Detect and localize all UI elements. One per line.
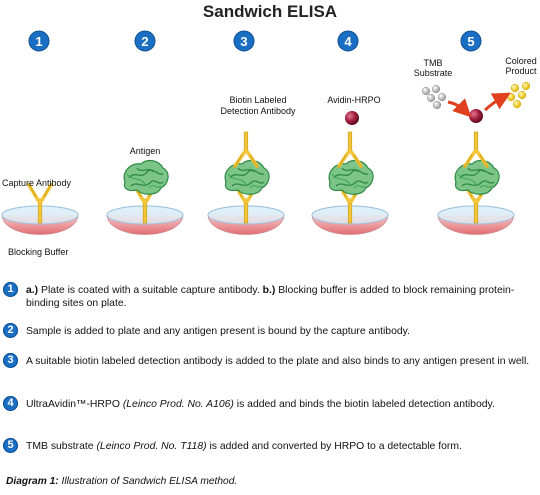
step-3-illustration: Biotin Labeled Detection Antibody <box>207 95 296 235</box>
label-capture-antibody: Capture Antibody <box>2 178 72 188</box>
label-detection-antibody-line1: Biotin Labeled <box>229 95 286 105</box>
label-product-line2: Product <box>505 66 537 76</box>
label-product-line1: Colored <box>505 56 537 66</box>
desc-step-1: a.) Plate is coated with a suitable capt… <box>26 284 534 310</box>
step-5-illustration: TMB Substrate Colored Product <box>414 56 537 235</box>
step-badge-2: 2 <box>134 30 156 52</box>
desc-1-b-text: Blocking buffer is added to block remain… <box>26 285 515 309</box>
diagram-caption: Diagram 1: Illustration of Sandwich ELIS… <box>6 476 237 487</box>
step-number-5: 5 <box>467 34 474 49</box>
desc-badge-1: 1 <box>3 282 18 297</box>
tmb-substrate-spheres <box>421 84 447 110</box>
desc-5-pre: TMB substrate <box>26 441 97 452</box>
desc-4-product-ref: (Leinco Prod. No. A106) <box>122 399 234 410</box>
desc-4-pre: UltraAvidin™-HRPO <box>26 399 123 410</box>
antigen-3 <box>224 159 270 195</box>
label-antigen: Antigen <box>130 146 161 156</box>
label-tmb-line1: TMB <box>424 58 443 68</box>
step-1-illustration: Capture Antibody Blocking Buffer <box>1 178 79 257</box>
antigen-4 <box>328 159 374 195</box>
label-tmb-line2: Substrate <box>414 68 453 78</box>
step-number-4: 4 <box>344 34 352 49</box>
step-badge-4: 4 <box>337 30 359 52</box>
desc-step-2: Sample is added to plate and any antigen… <box>26 326 410 337</box>
step-badge-1: 1 <box>28 30 50 52</box>
desc-4-post: is added and binds the biotin labeled de… <box>233 399 495 410</box>
desc-badge-5: 5 <box>3 438 18 453</box>
step-badge-5: 5 <box>460 30 482 52</box>
step-2-illustration: Antigen <box>106 146 184 235</box>
caption-label: Diagram 1: <box>6 476 59 487</box>
desc-1-b-label: b.) <box>262 285 276 296</box>
desc-step-5: TMB substrate (Leinco Prod. No. T118) is… <box>26 440 534 453</box>
step-number-1: 1 <box>35 34 42 49</box>
desc-5-product-ref: (Leinco Prod. No. T118) <box>96 441 207 452</box>
step-number-3: 3 <box>240 34 247 49</box>
step-badge-3: 3 <box>233 30 255 52</box>
label-avidin-hrpo: Avidin-HRPO <box>327 95 380 105</box>
desc-badge-4: 4 <box>3 396 18 411</box>
caption-text: Illustration of Sandwich ELISA method. <box>58 476 238 487</box>
desc-1-a-label: a.) <box>26 285 39 296</box>
hrpo-bead-5 <box>469 109 483 123</box>
step-4-illustration: Avidin-HRPO <box>311 95 389 235</box>
desc-step-4: UltraAvidin™-HRPO (Leinco Prod. No. A106… <box>26 398 534 411</box>
diagram-title: Sandwich ELISA <box>202 2 338 21</box>
antigen-2 <box>123 159 169 195</box>
desc-1-a-text: Plate is coated with a suitable capture … <box>38 285 263 296</box>
desc-step-3: A suitable biotin labeled detection anti… <box>26 356 530 367</box>
desc-badge-2: 2 <box>3 323 18 338</box>
hrpo-bead-4 <box>345 111 359 125</box>
product-arrow <box>484 92 511 112</box>
substrate-arrow <box>447 98 472 118</box>
label-blocking-buffer: Blocking Buffer <box>8 247 68 257</box>
desc-5-post: is added and converted by HRPO to a dete… <box>206 441 462 452</box>
elisa-diagram: 1 2 3 4 5 Capture Antibody Blocking Buff… <box>1 30 537 257</box>
step-number-2: 2 <box>141 34 148 49</box>
desc-badge-3: 3 <box>3 353 18 368</box>
label-detection-antibody-line2: Detection Antibody <box>220 106 296 116</box>
colored-product-spheres <box>506 81 531 109</box>
antigen-5 <box>454 159 500 195</box>
